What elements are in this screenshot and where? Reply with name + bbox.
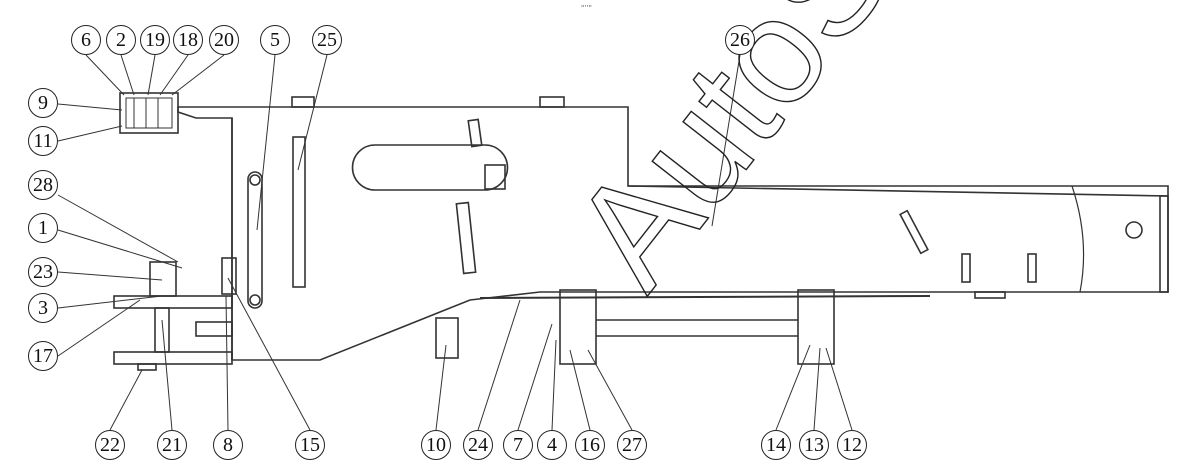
oval-slot — [351, 144, 509, 191]
callout-28: 28 — [28, 170, 58, 200]
callout-6: 6 — [71, 25, 101, 55]
callout-19: 19 — [140, 25, 170, 55]
callout-1: 1 — [28, 213, 58, 243]
callout-12: 12 — [837, 430, 867, 460]
top-block — [291, 96, 315, 108]
callout-20: 20 — [209, 25, 239, 55]
callout-8: 8 — [213, 430, 243, 460]
bracket-left — [559, 289, 597, 365]
callout-26: 26 — [725, 25, 755, 55]
watermark: AutoSoft — [540, 0, 1027, 316]
callout-11: 11 — [28, 126, 58, 156]
callout-18: 18 — [173, 25, 203, 55]
bracket-right — [797, 289, 835, 365]
callout-17: 17 — [28, 341, 58, 371]
callout-14: 14 — [761, 430, 791, 460]
callout-7: 7 — [503, 430, 533, 460]
callout-23: 23 — [28, 257, 58, 287]
callout-13: 13 — [799, 430, 829, 460]
callout-24: 24 — [463, 430, 493, 460]
motor-housing — [119, 92, 179, 134]
callout-3: 3 — [28, 293, 58, 323]
callout-22: 22 — [95, 430, 125, 460]
callout-2: 2 — [106, 25, 136, 55]
callout-16: 16 — [575, 430, 605, 460]
callout-5: 5 — [260, 25, 290, 55]
callout-15: 15 — [295, 430, 325, 460]
header-mark: "’’" — [581, 4, 592, 12]
main-frame — [177, 106, 1169, 361]
callout-27: 27 — [617, 430, 647, 460]
callout-21: 21 — [157, 430, 187, 460]
callout-25: 25 — [312, 25, 342, 55]
callout-9: 9 — [28, 88, 58, 118]
callout-4: 4 — [537, 430, 567, 460]
callout-10: 10 — [421, 430, 451, 460]
lower-plate — [113, 351, 233, 365]
